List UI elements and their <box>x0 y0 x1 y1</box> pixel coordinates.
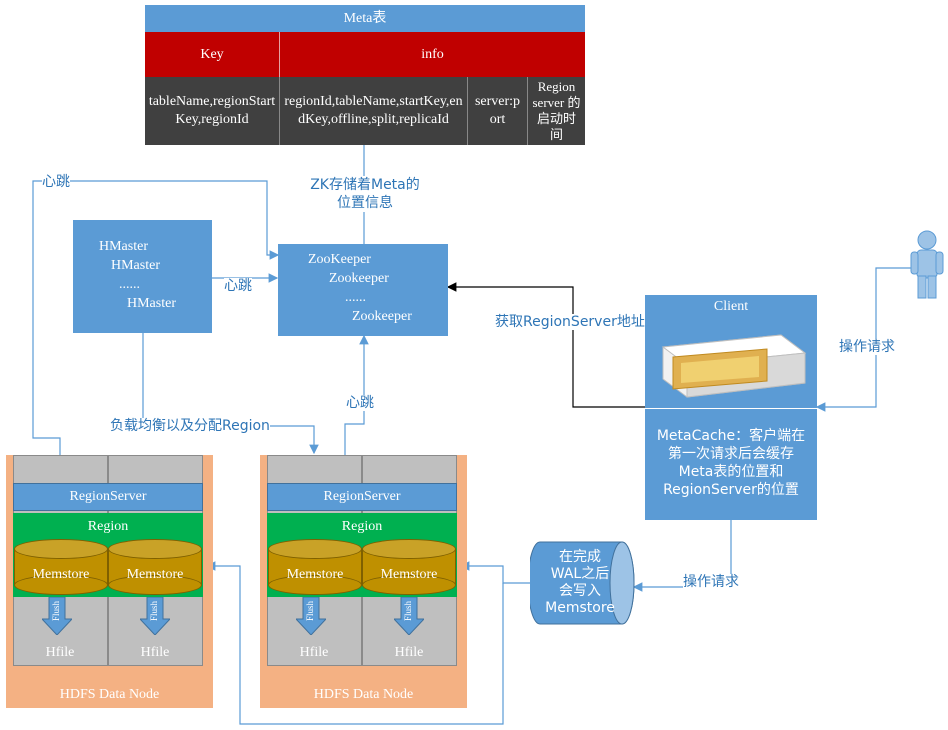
node-1-regionserver: RegionServer <box>13 483 203 511</box>
node-2-flush-arrow-1: Flush <box>296 597 326 635</box>
node-2-region-label: Region <box>341 519 383 534</box>
hdfs-node-1: RegionServer Region Memstore Memstore Fl… <box>6 455 213 708</box>
client-computer-icon <box>661 334 807 398</box>
node-1-flush-arrow-2: Flush <box>140 597 170 635</box>
node-2-memstore-1: Memstore <box>268 539 362 595</box>
zookeeper-line-3: ...... <box>345 290 366 305</box>
zookeeper-box: ZooKeeper Zookeeper ...... Zookeeper <box>278 244 448 336</box>
node-1-flush-arrow-1: Flush <box>42 597 72 635</box>
node-2-flush-label-1: Flush <box>305 600 315 621</box>
node-1-hfile-1: Hfile <box>45 645 75 660</box>
client-box: Client MetaCache：客户端在第一次请求后会缓存Meta表的位置和R… <box>645 295 817 520</box>
zookeeper-line-1: ZooKeeper <box>308 252 371 267</box>
label-heartbeat-top: 心跳 <box>42 174 70 190</box>
label-get-rs-address: 获取RegionServer地址 <box>495 314 645 330</box>
wal-node1-line <box>205 561 504 725</box>
node-2-footer: HDFS Data Node <box>313 687 414 702</box>
label-zk-meta: ZK存储着Meta的位置信息 <box>310 176 420 212</box>
node-1-footer: HDFS Data Node <box>59 687 160 702</box>
hmaster-box: HMaster HMaster ...... HMaster <box>73 220 212 333</box>
meta-table: Meta表 Key info tableName,regionStartKey,… <box>145 5 585 145</box>
meta-server-value: server:port <box>468 77 528 145</box>
get-address-line <box>446 282 645 408</box>
client-metacache: MetaCache：客户端在第一次请求后会缓存Meta表的位置和RegionSe… <box>656 428 806 498</box>
hmaster-line-3: ...... <box>119 277 140 292</box>
meta-header-info: info <box>280 32 585 77</box>
node-2-memstore-2: Memstore <box>362 539 456 595</box>
node-1-flush-label-1: Flush <box>51 600 61 621</box>
zookeeper-line-4: Zookeeper <box>352 309 412 324</box>
node-2-flush-label-2: Flush <box>403 600 413 621</box>
label-heartbeat-hmaster: 心跳 <box>224 278 252 294</box>
node-1-memstore-2: Memstore <box>108 539 202 595</box>
node-1-hfile-2: Hfile <box>140 645 170 660</box>
node-2-hfile-2: Hfile <box>394 645 424 660</box>
hmaster-line-1: HMaster <box>99 239 148 254</box>
meta-header-key: Key <box>145 32 280 77</box>
node-1-region-label: Region <box>87 519 129 534</box>
label-op-request-user: 操作请求 <box>839 339 895 355</box>
client-title: Client <box>713 299 749 314</box>
heartbeat-top-line <box>32 180 280 455</box>
meta-start-time-value: Region server 的启动时间 <box>528 77 585 145</box>
wal-text: 在完成WAL之后会写入Memstore <box>545 549 615 616</box>
wal-cylinder <box>530 541 635 625</box>
node-2-flush-arrow-2: Flush <box>394 597 424 635</box>
node-2-regionserver: RegionServer <box>267 483 457 511</box>
load-balance-line <box>142 333 319 455</box>
node-1-flush-label-2: Flush <box>149 600 159 621</box>
hmaster-line-2: HMaster <box>111 258 160 273</box>
meta-key-value: tableName,regionStartKey,regionId <box>145 77 280 145</box>
zookeeper-line-2: Zookeeper <box>329 271 389 286</box>
wal-node2-line <box>459 561 530 584</box>
node-1-memstore-1: Memstore <box>14 539 108 595</box>
meta-table-title: Meta表 <box>145 5 585 32</box>
heartbeat-rs-line <box>344 334 369 455</box>
label-load-balance: 负载均衡以及分配Region <box>110 418 270 434</box>
hdfs-node-2: RegionServer Region Memstore Memstore Fl… <box>260 455 467 708</box>
label-heartbeat-regionserver: 心跳 <box>346 395 374 411</box>
label-op-request-client: 操作请求 <box>683 574 739 590</box>
meta-info-value: regionId,tableName,startKey,endKey,offli… <box>280 77 468 145</box>
node-2-hfile-1: Hfile <box>299 645 329 660</box>
user-icon <box>910 230 944 299</box>
hmaster-line-4: HMaster <box>127 296 176 311</box>
